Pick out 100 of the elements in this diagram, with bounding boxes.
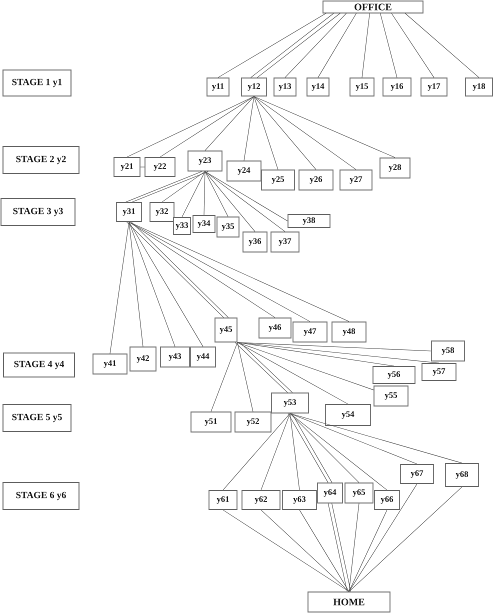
node-box: y27 (340, 170, 372, 190)
node-box: y62 (242, 490, 280, 510)
connector-line (254, 96, 278, 170)
node-box: y25 (261, 170, 295, 190)
connector-line (290, 413, 388, 490)
connector-line (128, 222, 144, 347)
connector-line (299, 510, 350, 592)
node-box: y66 (374, 490, 400, 510)
connector-line (126, 96, 254, 158)
connector-line (348, 510, 388, 592)
node-box: y44 (190, 346, 216, 368)
node-box: y58 (431, 340, 465, 362)
connector-line (110, 222, 130, 354)
connector-line (237, 342, 432, 352)
node-box: y67 (400, 464, 434, 484)
node-box: y63 (282, 490, 317, 510)
connector-line (332, 503, 352, 592)
connector-line (204, 171, 288, 222)
stage-label-box: STAGE 6 y6 (2, 482, 80, 510)
connector-line (362, 12, 370, 78)
node-box: y54 (325, 404, 371, 426)
connector-line (290, 413, 462, 464)
stage-label-box: STAGE 5 y5 (2, 404, 72, 432)
stage-label-box: STAGE 4 y4 (3, 352, 75, 378)
connector-line (204, 171, 206, 216)
node-box: y32 (150, 202, 174, 222)
connector-line (128, 222, 310, 322)
node-box: y28 (380, 158, 410, 178)
connector-line (380, 12, 398, 78)
node-box: y36 (242, 232, 268, 252)
node-box: y17 (420, 78, 448, 96)
node-box: y24 (226, 160, 262, 182)
node-box: y56 (372, 366, 416, 384)
connector-line (128, 222, 176, 347)
connector-line (140, 166, 145, 168)
connector-line (237, 342, 254, 412)
connector-line (260, 413, 290, 490)
connector-line (128, 222, 276, 318)
connector-line (222, 510, 350, 592)
connector-line (254, 96, 356, 170)
node-box: y42 (130, 346, 156, 372)
stage-label-box: STAGE 3 y3 (0, 198, 76, 226)
node-box: y26 (298, 170, 334, 190)
connector-line (254, 96, 316, 170)
connector-line (290, 413, 360, 483)
node-box: y33 (173, 217, 191, 235)
connector-line (204, 171, 286, 232)
connector-line (204, 171, 256, 232)
node-box: y61 (208, 490, 238, 510)
node-box: y45 (214, 318, 238, 342)
node-box: y55 (374, 386, 408, 406)
node-box: y15 (350, 78, 374, 96)
node-box: y34 (192, 215, 216, 233)
connector-line (218, 12, 327, 78)
connector-line (318, 12, 357, 78)
node-box: y21 (114, 157, 140, 177)
connector-line (391, 12, 434, 78)
node-box: y13 (274, 78, 296, 96)
connector-line (222, 413, 290, 490)
connector-line (210, 342, 238, 412)
connector-line (290, 413, 418, 464)
connector-line (244, 96, 254, 161)
node-box: y16 (382, 78, 412, 96)
connector-line (128, 222, 350, 322)
node-box: y68 (445, 463, 479, 487)
node-box: y52 (234, 412, 272, 432)
node-box: y11 (206, 78, 230, 96)
node-box: y43 (160, 346, 190, 368)
terminal-box: HOME (308, 592, 390, 612)
connector-line (160, 96, 254, 158)
terminal-box: OFFICE (322, 0, 424, 14)
node-box: y41 (92, 354, 128, 374)
node-box: y46 (258, 318, 292, 338)
stage-label-box: STAGE 2 y2 (2, 146, 80, 174)
connector-line (348, 486, 462, 592)
connector-line (348, 484, 418, 592)
node-box: y38 (288, 214, 330, 228)
node-box: y64 (317, 482, 343, 504)
node-box: y51 (190, 412, 232, 432)
connector-line (182, 171, 206, 218)
node-box: y35 (216, 216, 240, 238)
node-box: y18 (465, 78, 493, 96)
node-box: y12 (241, 78, 267, 96)
connector-line (204, 171, 228, 217)
connector-line (254, 96, 396, 158)
node-box: y47 (292, 322, 328, 342)
node-box: y22 (144, 157, 176, 177)
node-box: y57 (422, 363, 456, 381)
node-box: y14 (306, 78, 330, 96)
connector-line (290, 413, 300, 490)
node-box: y48 (332, 322, 366, 342)
connector-line (328, 503, 348, 592)
node-box: y37 (270, 232, 300, 252)
connector-line (284, 12, 347, 78)
connector-line (237, 342, 348, 404)
connector-line (348, 503, 360, 592)
connector-line (260, 510, 350, 592)
connector-line (404, 12, 480, 78)
connector-line (128, 222, 204, 347)
node-box: y23 (188, 150, 222, 172)
